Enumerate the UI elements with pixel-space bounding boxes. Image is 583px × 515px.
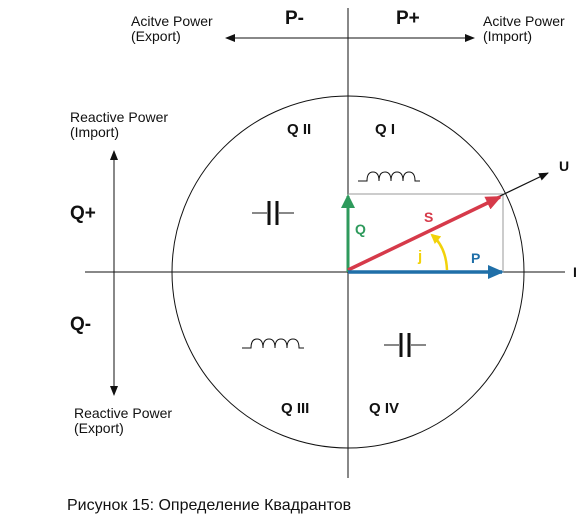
reactive-import-line1: Reactive Power bbox=[70, 109, 169, 125]
quadrant-2-label: Q II bbox=[287, 121, 312, 138]
q-minus-label: Q- bbox=[70, 314, 92, 335]
p-minus-label: P- bbox=[285, 8, 304, 29]
quadrant-3-label: Q III bbox=[281, 400, 310, 417]
q-plus-label: Q+ bbox=[70, 203, 96, 224]
reactive-export-line2: (Export) bbox=[74, 420, 124, 436]
inductor-icon-q3 bbox=[242, 338, 304, 349]
s-vector bbox=[347, 195, 502, 272]
active-export-line1: Acitve Power bbox=[131, 13, 213, 29]
quadrant-4-label: Q IV bbox=[369, 400, 400, 417]
angle-label: j bbox=[418, 248, 423, 265]
active-import-label: Acitve Power (Import) bbox=[483, 14, 565, 44]
inductor-icon-q1 bbox=[358, 171, 420, 182]
reactive-export-label: Reactive Power (Export) bbox=[74, 406, 172, 436]
reactive-export-line1: Reactive Power bbox=[74, 405, 173, 421]
u-vector bbox=[497, 172, 549, 198]
p-vector-label: P bbox=[471, 250, 481, 266]
quadrant-1-label: Q I bbox=[375, 121, 396, 138]
active-export-line2: (Export) bbox=[131, 28, 181, 44]
i-label: I bbox=[573, 264, 577, 280]
capacitor-icon-q4 bbox=[384, 333, 426, 357]
active-export-label: Acitve Power (Export) bbox=[131, 14, 213, 44]
u-label: U bbox=[559, 158, 570, 174]
angle-arc bbox=[430, 233, 449, 271]
reactive-import-label: Reactive Power (Import) bbox=[70, 110, 168, 140]
s-vector-label: S bbox=[424, 209, 434, 225]
q-vector-label: Q bbox=[355, 221, 366, 237]
reactive-import-line2: (Import) bbox=[70, 124, 119, 140]
active-import-line1: Acitve Power bbox=[483, 13, 565, 29]
capacitor-icon-q2 bbox=[252, 201, 294, 225]
figure-caption: Рисунок 15: Определение Квадрантов bbox=[67, 497, 352, 514]
active-import-line2: (Import) bbox=[483, 28, 532, 44]
p-plus-label: P+ bbox=[396, 8, 420, 29]
